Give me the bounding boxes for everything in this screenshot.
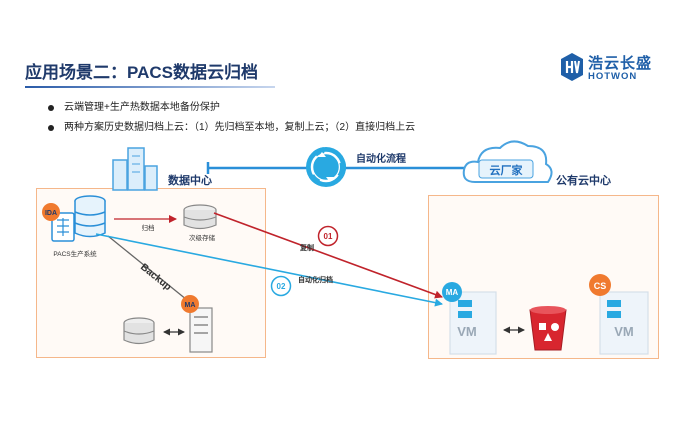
copy-path-label: 复制 xyxy=(299,243,314,252)
direct-path-badge-icon xyxy=(270,275,292,297)
datacenter-building-icon xyxy=(112,147,158,191)
bullet-list: 云端管理+生产热数据本地备份保护 两种方案历史数据归档上云：（1）先归档至本地，… xyxy=(48,98,415,138)
pacs-server-icon xyxy=(51,195,106,242)
ma-server-icon xyxy=(189,307,213,353)
title-underline xyxy=(25,86,275,88)
ma-badge-right-icon xyxy=(442,282,462,302)
local-disk-icon xyxy=(123,317,155,345)
copy-path-arrow xyxy=(213,212,443,299)
pacs-label: PACS生产系统 xyxy=(53,249,97,258)
direct-archive-path-arrow xyxy=(95,233,443,307)
vm-label-left: VM xyxy=(457,324,477,339)
secondary-storage-label: 次级存储 xyxy=(189,233,216,242)
hotwon-logo-icon xyxy=(561,53,583,81)
ida-badge-icon xyxy=(42,203,60,221)
sync-icon xyxy=(306,147,346,187)
direct-path-label: 自动化归档 xyxy=(298,275,333,284)
backup-arrow xyxy=(107,235,193,305)
ma-badge-right: MA xyxy=(446,288,459,297)
secondary-storage-disk-icon xyxy=(183,204,217,230)
object-storage-bucket-icon xyxy=(529,306,567,351)
logo-english: HOTWON xyxy=(588,71,638,82)
copy-path-badge-icon xyxy=(317,225,339,247)
copy-path-number: 01 xyxy=(324,232,333,241)
archive-label: 归档 xyxy=(142,223,155,232)
ida-badge: IDA xyxy=(45,210,57,217)
cs-vm-server-icon xyxy=(599,291,649,355)
cloud-vendor-label: 云厂家 xyxy=(490,163,524,177)
ma-badge-left-icon xyxy=(181,295,199,313)
bullet-item: 两种方案历史数据归档上云：（1）先归档至本地，复制上云；（2）直接归档上云 xyxy=(48,118,415,138)
ma-badge-left: MA xyxy=(185,302,196,309)
backup-label: Backup xyxy=(138,262,173,293)
datacenter-label: 数据中心 xyxy=(168,173,212,187)
logo-chinese: 浩云长盛 xyxy=(588,55,653,72)
bullet-item: 云端管理+生产热数据本地备份保护 xyxy=(48,98,415,118)
flow-label: 自动化流程 xyxy=(356,152,406,165)
public-cloud-label: 公有云中心 xyxy=(556,173,611,187)
direct-path-number: 02 xyxy=(277,282,286,291)
cs-badge: CS xyxy=(594,281,607,291)
company-logo: 浩云长盛 HOTWON xyxy=(560,50,660,88)
page-title: 应用场景二：PACS数据云归档 xyxy=(25,63,258,82)
vm-label-right: VM xyxy=(614,324,634,339)
ma-vm-server-icon xyxy=(449,291,497,355)
cs-badge-icon xyxy=(589,274,611,296)
cloud-icon xyxy=(462,140,553,183)
